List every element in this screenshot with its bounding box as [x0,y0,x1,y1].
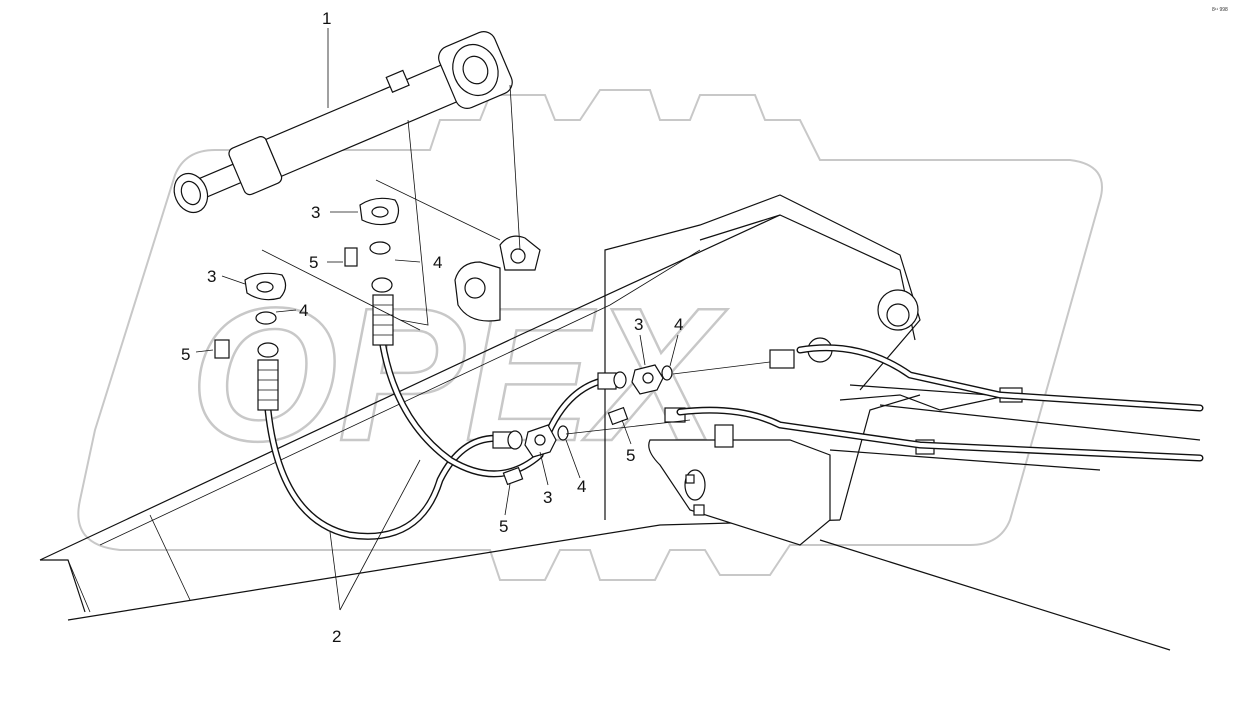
callout-4-upper: 4 [433,253,442,272]
boom-inner-line [99,249,701,546]
hose-right-fitting-end [597,372,617,390]
boom-upper-edge [39,214,781,561]
arm-top-brace [839,394,1011,411]
hose-right-fitting [371,277,393,293]
hose-left-crimp [257,359,279,411]
boom-side-edge [40,559,86,613]
hose-left-fitting [257,342,279,358]
foot-block-tab-2 [685,474,695,484]
cylinder-lug-rear-hole [510,248,526,264]
o-ring-upper [369,241,391,255]
callout-3-mid: 3 [543,488,552,507]
callouts: 1 2 3 3 3 3 4 4 4 4 5 5 5 5 [181,9,683,646]
boom-box [604,194,921,520]
o-ring-mid [557,425,569,441]
hose-right-crimp [372,294,394,346]
watermark-logo: OPEX [77,89,1103,581]
boom-brace-2 [67,559,91,613]
arm-lower-edge [829,449,1101,471]
callout-4-right: 4 [674,315,683,334]
pin-boss-right-inner [886,303,910,327]
cylinder-port-block [385,69,410,93]
callout-4-left: 4 [299,301,308,320]
callout-2: 2 [332,627,341,646]
arm-fitting-4 [769,349,795,369]
callout-5-left: 5 [181,345,190,364]
foot-block-tab [693,504,705,516]
callout-4-mid: 4 [577,477,586,496]
cylinder-lug-hole [464,277,486,299]
o-ring-right [661,365,673,381]
foot-block [648,439,831,546]
callout-5-mid: 5 [499,517,508,536]
bolt-upper [344,247,358,267]
hydraulic-lines-arm [676,344,1204,462]
boom-lower-edge [67,519,841,621]
o-ring-parts [255,241,673,441]
callout-5-right: 5 [626,446,635,465]
callout-3-left: 3 [207,267,216,286]
bolt-left [214,339,230,359]
leader-lines [195,28,771,611]
callout-5-upper: 5 [309,253,318,272]
o-ring-left [255,311,277,325]
hydraulic-cylinder [173,31,513,214]
arm-mid-edge [879,404,1201,441]
hose-assembly-left [257,277,627,540]
callout-3-upper: 3 [311,203,320,222]
corner-code: 8¹¹ 998 [1212,7,1228,13]
callout-3-right: 3 [634,315,643,334]
boom-brace-1 [149,514,191,601]
arm-fitting-3 [714,424,734,448]
callout-1: 1 [322,9,331,28]
boom-structure [39,194,1201,651]
bolt-right [607,406,629,426]
flange-parts [244,197,664,458]
arm-bottom-edge [819,539,1171,651]
cylinder-barrel [265,60,467,178]
bolt-parts [214,247,629,486]
boom-lower-box [839,394,921,521]
watermark-gear-outline [77,89,1103,581]
bolt-mid [502,466,524,486]
